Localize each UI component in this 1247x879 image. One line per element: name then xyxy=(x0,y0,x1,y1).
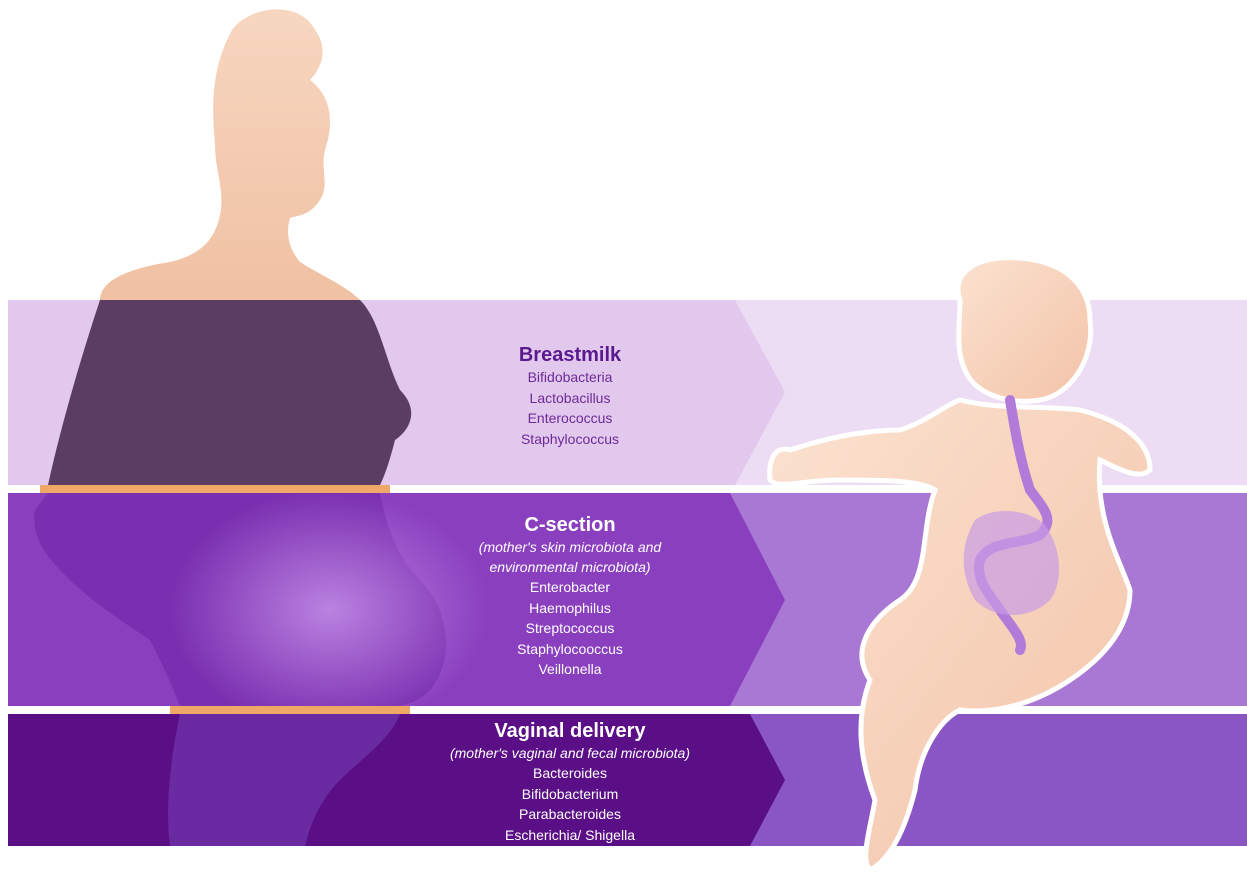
vaginal-subtitle: (mother's vaginal and fecal microbiota) xyxy=(400,743,740,763)
csection-label-block: C-section (mother's skin microbiota and … xyxy=(390,513,750,680)
csection-subtitle-line2: environmental microbiota) xyxy=(390,557,750,577)
vaginal-label-block: Vaginal delivery (mother's vaginal and f… xyxy=(400,719,740,845)
vaginal-title: Vaginal delivery xyxy=(400,719,740,743)
vaginal-item: Bacteroides xyxy=(400,763,740,784)
band-right-vaginal xyxy=(730,714,1247,846)
vaginal-item: Parabacteroides xyxy=(400,804,740,825)
vaginal-item: Bifidobacterium xyxy=(400,784,740,805)
breastmilk-item: Staphylococcus xyxy=(420,429,720,450)
csection-item: Veillonella xyxy=(390,659,750,680)
breastmilk-item: Enterococcus xyxy=(420,408,720,429)
breastmilk-item: Bifidobacteria xyxy=(420,367,720,388)
breastmilk-label-block: Breastmilk Bifidobacteria Lactobacillus … xyxy=(420,343,720,449)
breastmilk-title: Breastmilk xyxy=(420,343,720,367)
csection-item: Enterobacter xyxy=(390,577,750,598)
csection-item: Staphylocooccus xyxy=(390,639,750,660)
csection-item: Haemophilus xyxy=(390,598,750,619)
csection-subtitle-line1: (mother's skin microbiota and xyxy=(390,537,750,557)
vaginal-item: Escherichia/ Shigella xyxy=(400,825,740,846)
csection-title: C-section xyxy=(390,513,750,537)
breastmilk-item: Lactobacillus xyxy=(420,388,720,409)
csection-item: Streptococcus xyxy=(390,618,750,639)
